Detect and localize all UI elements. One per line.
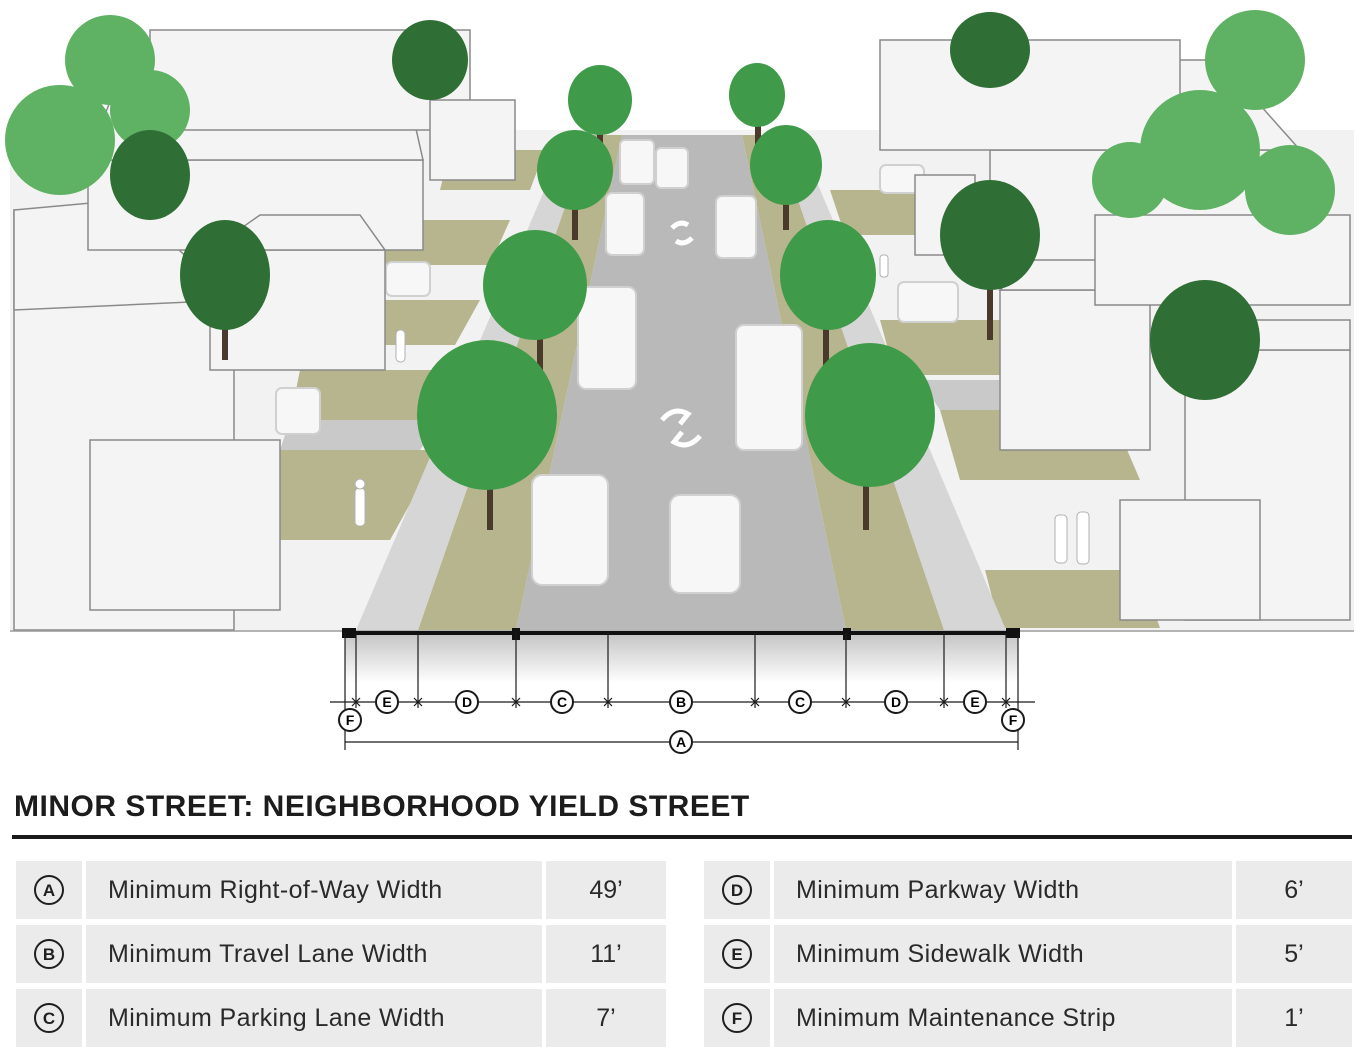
- cross-section: [330, 628, 1035, 750]
- background-trees: [5, 10, 1335, 235]
- spec-letter-badge: B: [34, 939, 64, 969]
- svg-text:D: D: [462, 694, 472, 710]
- spec-label: Minimum Right-of-Way Width: [86, 861, 542, 919]
- callout-c-right: C: [788, 690, 812, 714]
- spec-label: Minimum Parking Lane Width: [86, 989, 542, 1047]
- svg-text:E: E: [970, 694, 979, 710]
- spec-value: 1’: [1236, 989, 1352, 1047]
- callout-f-right: F: [1001, 708, 1025, 732]
- title-divider: [12, 835, 1352, 839]
- spec-value: 5’: [1236, 925, 1352, 983]
- spec-value: 7’: [546, 989, 666, 1047]
- spec-label: Minimum Parkway Width: [774, 861, 1232, 919]
- svg-text:A: A: [676, 734, 686, 750]
- spec-letter-badge: D: [722, 875, 752, 905]
- callout-b: B: [669, 690, 693, 714]
- spec-label: Minimum Sidewalk Width: [774, 925, 1232, 983]
- callout-d-right: D: [884, 690, 908, 714]
- spec-value: 49’: [546, 861, 666, 919]
- houses-right: [879, 39, 1351, 621]
- dimension-callouts: E D C B C D E F F A: [338, 690, 1025, 754]
- callout-f-left: F: [338, 708, 362, 732]
- svg-text:F: F: [1009, 712, 1018, 728]
- svg-text:E: E: [382, 694, 391, 710]
- callout-e-right: E: [963, 690, 987, 714]
- spec-letter-badge: C: [34, 1003, 64, 1033]
- callout-d-left: D: [455, 690, 479, 714]
- svg-text:F: F: [346, 712, 355, 728]
- callout-e-left: E: [375, 690, 399, 714]
- spec-letter-badge: A: [34, 875, 64, 905]
- page-title: MINOR STREET: NEIGHBORHOOD YIELD STREET: [14, 790, 750, 823]
- spec-label: Minimum Travel Lane Width: [86, 925, 542, 983]
- svg-text:C: C: [557, 694, 567, 710]
- pedestrians: [354, 254, 1090, 565]
- callout-c-left: C: [550, 690, 574, 714]
- callout-a: A: [669, 730, 693, 754]
- svg-text:B: B: [676, 694, 686, 710]
- spec-value: 11’: [546, 925, 666, 983]
- spec-letter-badge: E: [722, 939, 752, 969]
- street-illustration: E D C B C D E F F A: [5, 10, 1354, 754]
- spec-letter-badge: F: [722, 1003, 752, 1033]
- svg-text:D: D: [891, 694, 901, 710]
- spec-label: Minimum Maintenance Strip: [774, 989, 1232, 1047]
- street-trees: [110, 12, 1260, 530]
- spec-value: 6’: [1236, 861, 1352, 919]
- yield-street-markings: [660, 220, 702, 448]
- cars: [275, 139, 959, 594]
- svg-text:C: C: [795, 694, 805, 710]
